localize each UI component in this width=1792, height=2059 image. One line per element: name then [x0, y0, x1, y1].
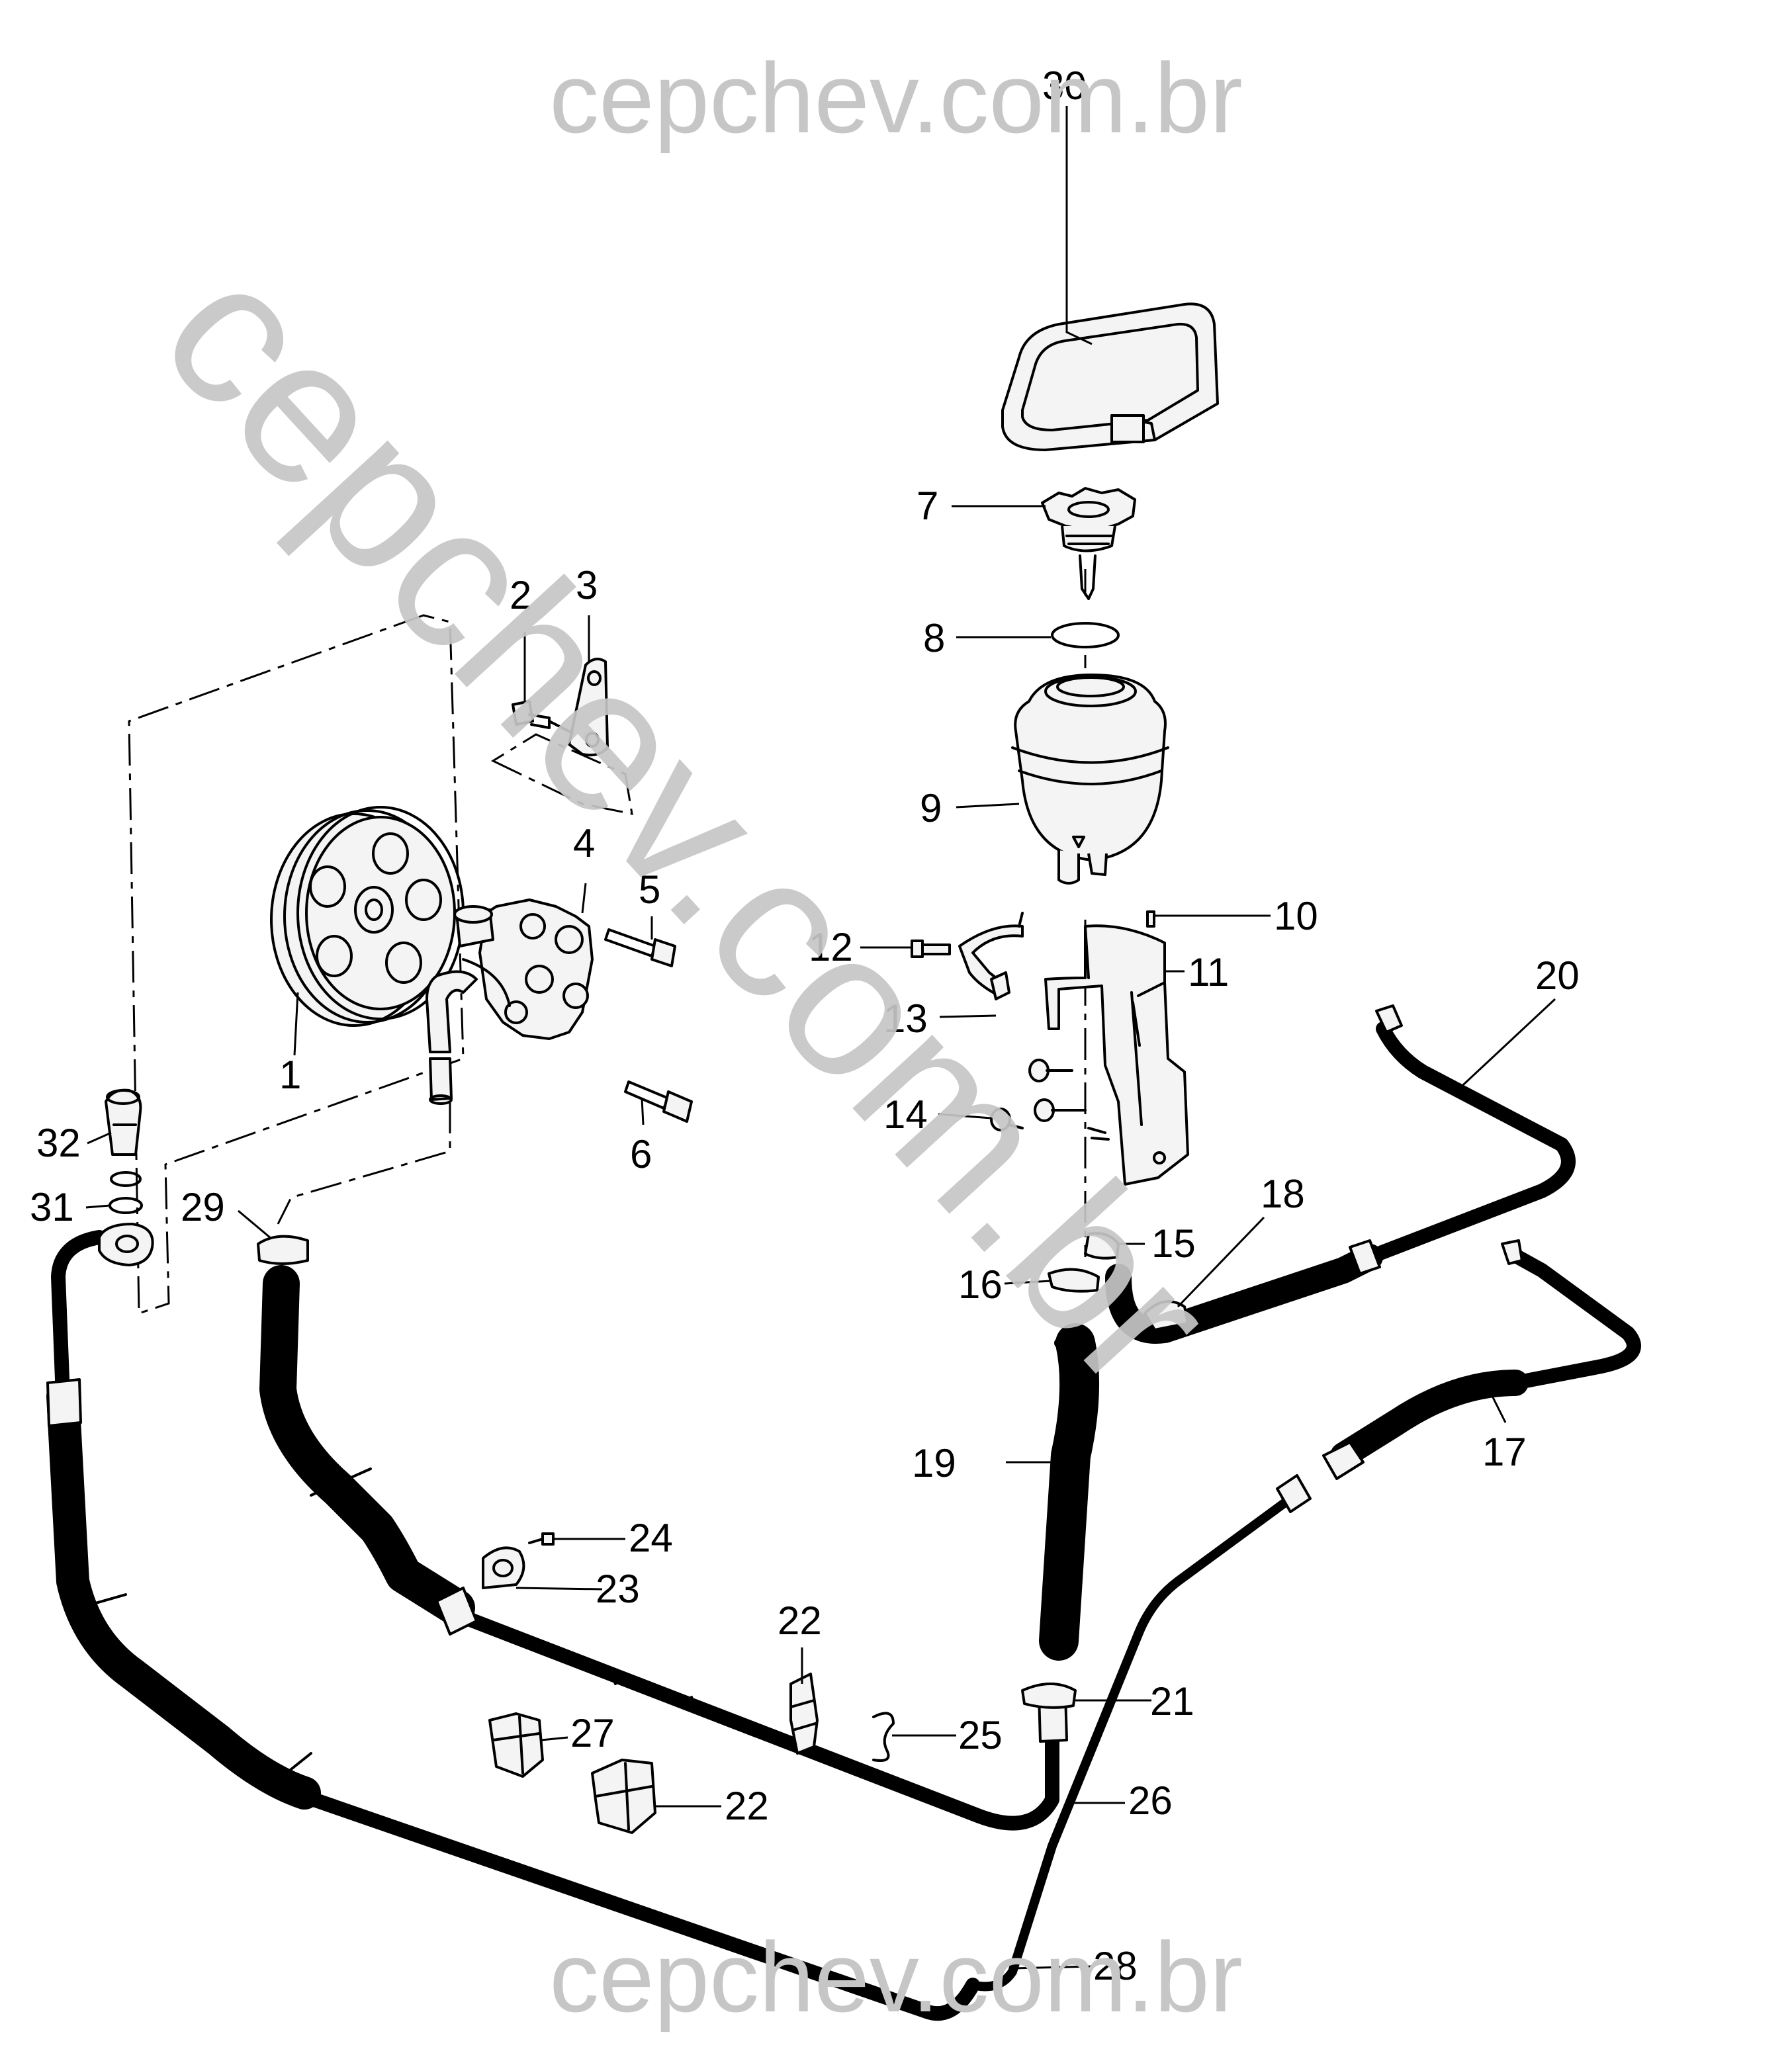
reservoir-bracket	[1044, 924, 1189, 1186]
callout-30: 30	[1042, 64, 1087, 108]
bracket-pin	[1146, 910, 1155, 928]
callout-29: 29	[181, 1185, 225, 1229]
callout-2: 2	[510, 573, 531, 617]
callout-26: 26	[1128, 1778, 1173, 1823]
callout-17: 17	[1482, 1430, 1527, 1474]
callout-6: 6	[630, 1132, 652, 1176]
watermark-top: cepchev.com.br	[549, 42, 1243, 153]
leader-lines	[85, 106, 1556, 1970]
callout-10: 10	[1274, 894, 1318, 938]
callout-21: 21	[1150, 1679, 1194, 1724]
hose-clamps-upper	[1048, 1232, 1120, 1293]
bracket-outline-dashed	[490, 733, 633, 815]
pump-pulley	[270, 806, 465, 1027]
callout-13: 13	[883, 996, 928, 1041]
callout-8: 8	[923, 616, 945, 660]
pump-mount-plate	[548, 658, 609, 757]
callout-7: 7	[917, 484, 938, 528]
watermark-bottom: cepchev.com.br	[549, 1921, 1243, 2033]
callout-15: 15	[1151, 1221, 1196, 1266]
reservoir-cover-frame	[1001, 302, 1219, 451]
p-clamp	[482, 1546, 525, 1589]
callout-25: 25	[958, 1713, 1003, 1757]
hose-link-dashed	[277, 1102, 451, 1225]
p-clamp-screw	[528, 1532, 555, 1546]
assembly-outline-dashed	[128, 614, 465, 1315]
callout-18: 18	[1261, 1172, 1305, 1216]
callout-11: 11	[1188, 950, 1229, 994]
callout-labels: 1 2 3 4 5 6 7 8 9 10 11 12 13 14 15 16 1…	[30, 64, 1580, 1988]
pump-bolt-5	[604, 928, 676, 967]
banjo-bolt	[105, 1088, 142, 1156]
pressure-line-right	[1322, 1239, 1641, 1480]
callout-19: 19	[912, 1441, 956, 1485]
callout-3: 3	[576, 563, 598, 607]
pump-supply-hose	[259, 1265, 1068, 1831]
reservoir-cap	[1041, 487, 1136, 600]
callout-4: 4	[573, 821, 595, 865]
callout-22-upper: 22	[778, 1599, 822, 1643]
callout-16: 16	[958, 1262, 1003, 1307]
pipe-clip-25	[872, 1712, 895, 1762]
callout-12: 12	[809, 925, 853, 969]
callout-5: 5	[639, 867, 660, 912]
return-hose	[1039, 1323, 1100, 1661]
callout-24: 24	[629, 1516, 673, 1560]
callout-9: 9	[920, 786, 942, 830]
cap-o-ring	[1051, 622, 1120, 648]
hose-clamp-21	[1021, 1683, 1077, 1709]
pipe-clip-upper	[789, 1673, 819, 1755]
callout-20: 20	[1535, 953, 1580, 998]
bracket-bolts	[990, 1059, 1110, 1141]
strap-screw	[911, 940, 951, 958]
callout-31: 31	[30, 1185, 74, 1229]
callout-22-lower: 22	[725, 1784, 769, 1828]
pressure-pipe-26	[968, 1474, 1312, 1992]
callout-14: 14	[883, 1092, 928, 1137]
banjo-fitting	[98, 1223, 154, 1266]
callout-32: 32	[36, 1121, 81, 1165]
callout-23: 23	[596, 1567, 640, 1611]
callout-28: 28	[1093, 1944, 1138, 1988]
main-pressure-line	[46, 1230, 980, 2021]
reservoir-feed-line	[1105, 1004, 1576, 1344]
fluid-reservoir	[1011, 674, 1169, 885]
callout-1: 1	[279, 1053, 301, 1097]
hose-clamp-29	[257, 1235, 309, 1265]
reservoir-strap	[958, 912, 1024, 1000]
pipe-clip-27	[488, 1712, 544, 1778]
pump-bolt-6	[624, 1080, 693, 1123]
callout-27: 27	[570, 1711, 615, 1755]
pipe-clip-lower	[591, 1759, 656, 1834]
pump-bolt-upper	[512, 700, 551, 729]
power-steering-pump	[426, 898, 594, 1105]
